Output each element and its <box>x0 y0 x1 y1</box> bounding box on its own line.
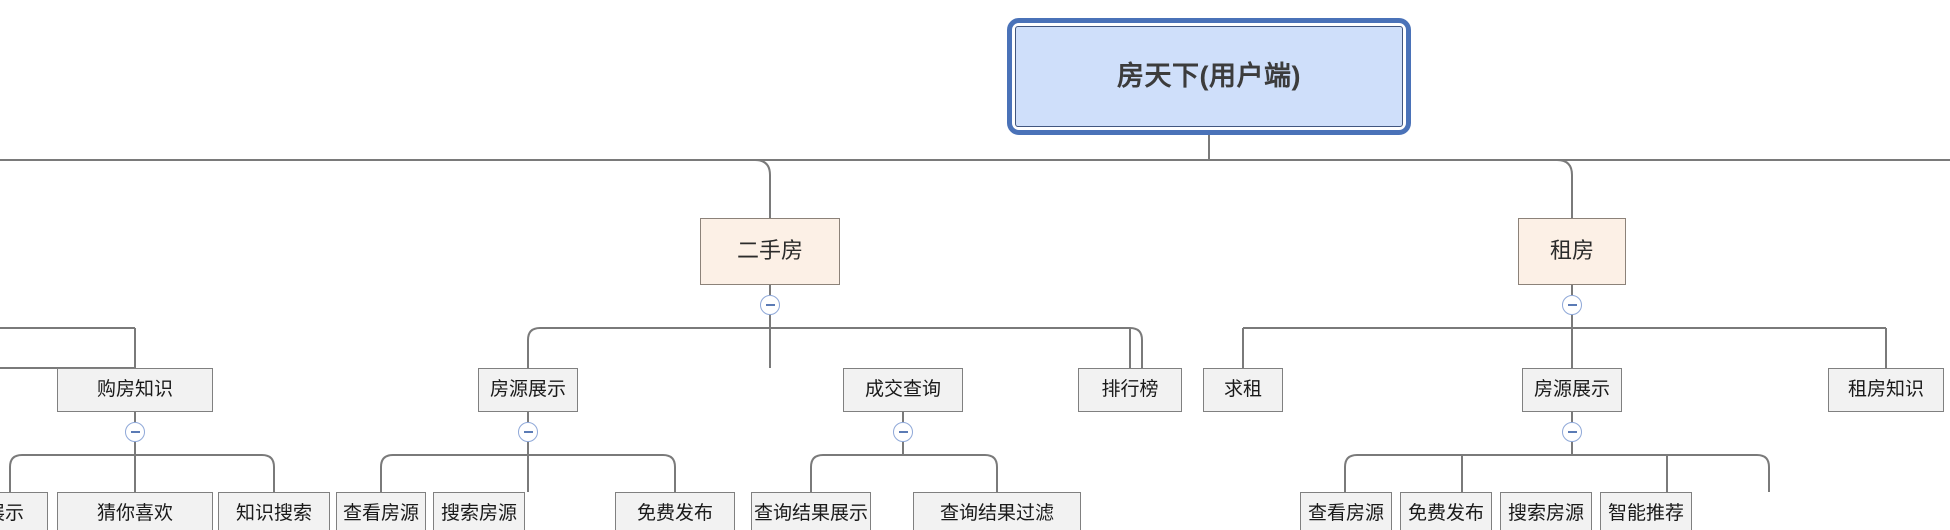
branch-node-zufang[interactable]: 租房 <box>1518 218 1626 285</box>
leaf-node-cainixihuan[interactable]: 猜你喜欢 <box>57 492 213 530</box>
node-fangyuanzhanshi-zufang[interactable]: 房源展示 <box>1522 368 1622 412</box>
leaf-node-zhishisousuo[interactable]: 知识搜索 <box>218 492 330 530</box>
leaf-node-sousuofangyuan-zufang[interactable]: 搜索房源 <box>1500 492 1592 530</box>
node-paihangbang[interactable]: 排行榜 <box>1078 368 1182 412</box>
leaf-node-mianfeifabu-ershoufang[interactable]: 免费发布 <box>615 492 735 530</box>
root-node-fangtianxia[interactable]: 房天下(用户端) <box>1015 26 1403 127</box>
leaf-node-zhinengtuijian-zufang[interactable]: 智能推荐 <box>1600 492 1692 530</box>
node-goufangzhishi[interactable]: 购房知识 <box>57 368 213 412</box>
leaf-node-zhanshi[interactable]: 展示 <box>0 492 48 530</box>
leaf-node-chaxunjieguoguolv[interactable]: 查询结果过滤 <box>913 492 1081 530</box>
node-fangyuanzhanshi-ershoufang[interactable]: 房源展示 <box>478 368 578 412</box>
leaf-node-sousuofangyuan-ershoufang[interactable]: 搜索房源 <box>433 492 525 530</box>
collapse-toggle-goufangzhishi[interactable] <box>125 422 145 442</box>
root-node-selection-frame <box>1007 18 1411 135</box>
leaf-node-chaxunjieguozhanshi[interactable]: 查询结果展示 <box>751 492 871 530</box>
collapse-toggle-zufang[interactable] <box>1562 295 1582 315</box>
leaf-node-mianfeifabu-zufang[interactable]: 免费发布 <box>1400 492 1492 530</box>
branch-node-ershoufang[interactable]: 二手房 <box>700 218 840 285</box>
leaf-node-chakanfangyuan-ershoufang[interactable]: 查看房源 <box>336 492 426 530</box>
node-zufangzhishi[interactable]: 租房知识 <box>1828 368 1944 412</box>
collapse-toggle-fangyuanzhanshi-ershoufang[interactable] <box>518 422 538 442</box>
node-chengjiaochaxun[interactable]: 成交查询 <box>843 368 963 412</box>
collapse-toggle-fangyuanzhanshi-zufang[interactable] <box>1562 422 1582 442</box>
collapse-toggle-chengjiaochaxun[interactable] <box>893 422 913 442</box>
node-qiuzu[interactable]: 求租 <box>1203 368 1283 412</box>
leaf-node-chakanfangyuan-zufang[interactable]: 查看房源 <box>1300 492 1392 530</box>
collapse-toggle-ershoufang[interactable] <box>760 295 780 315</box>
